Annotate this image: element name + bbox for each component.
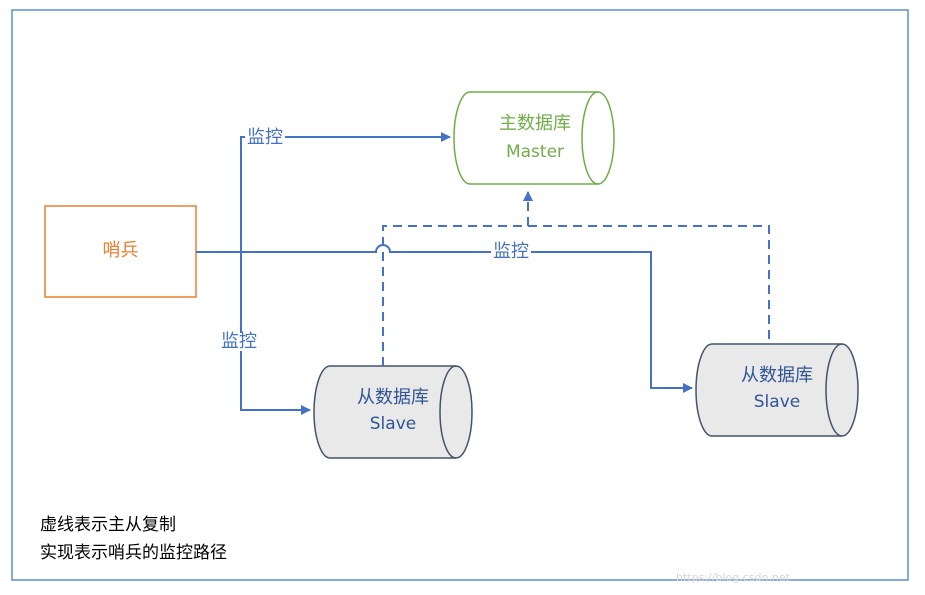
legend-dashed-note: 虚线表示主从复制 xyxy=(40,515,176,535)
slave1-subtitle: Slave xyxy=(369,414,417,434)
monitor-master-label: 监控 xyxy=(245,127,285,148)
slave1-db-shape[interactable] xyxy=(313,365,473,459)
monitor-lines xyxy=(196,132,693,415)
master-db-shape[interactable] xyxy=(453,91,615,185)
slave2-db-shape[interactable] xyxy=(695,343,859,437)
monitor-slave1-label: 监控 xyxy=(219,331,259,352)
slave2-title: 从数据库 xyxy=(741,365,813,386)
slave1-title: 从数据库 xyxy=(357,387,429,408)
monitor-slave1-path xyxy=(240,252,311,415)
sentinel-box[interactable] xyxy=(44,205,197,298)
legend-solid-note: 实现表示哨兵的监控路径 xyxy=(40,543,227,563)
master-title: 主数据库 xyxy=(499,113,571,134)
monitor-slave2-path xyxy=(241,244,693,393)
watermark-text: https://blog.csdn.net xyxy=(676,571,790,584)
slave2-subtitle: Slave xyxy=(753,392,801,412)
master-subtitle: Master xyxy=(505,142,565,162)
replication-lines xyxy=(382,191,770,366)
monitor-master-path xyxy=(196,132,451,253)
replication-slave1-path xyxy=(382,225,770,366)
monitor-slave2-label: 监控 xyxy=(491,241,531,262)
sentinel-label: 哨兵 xyxy=(102,240,139,261)
